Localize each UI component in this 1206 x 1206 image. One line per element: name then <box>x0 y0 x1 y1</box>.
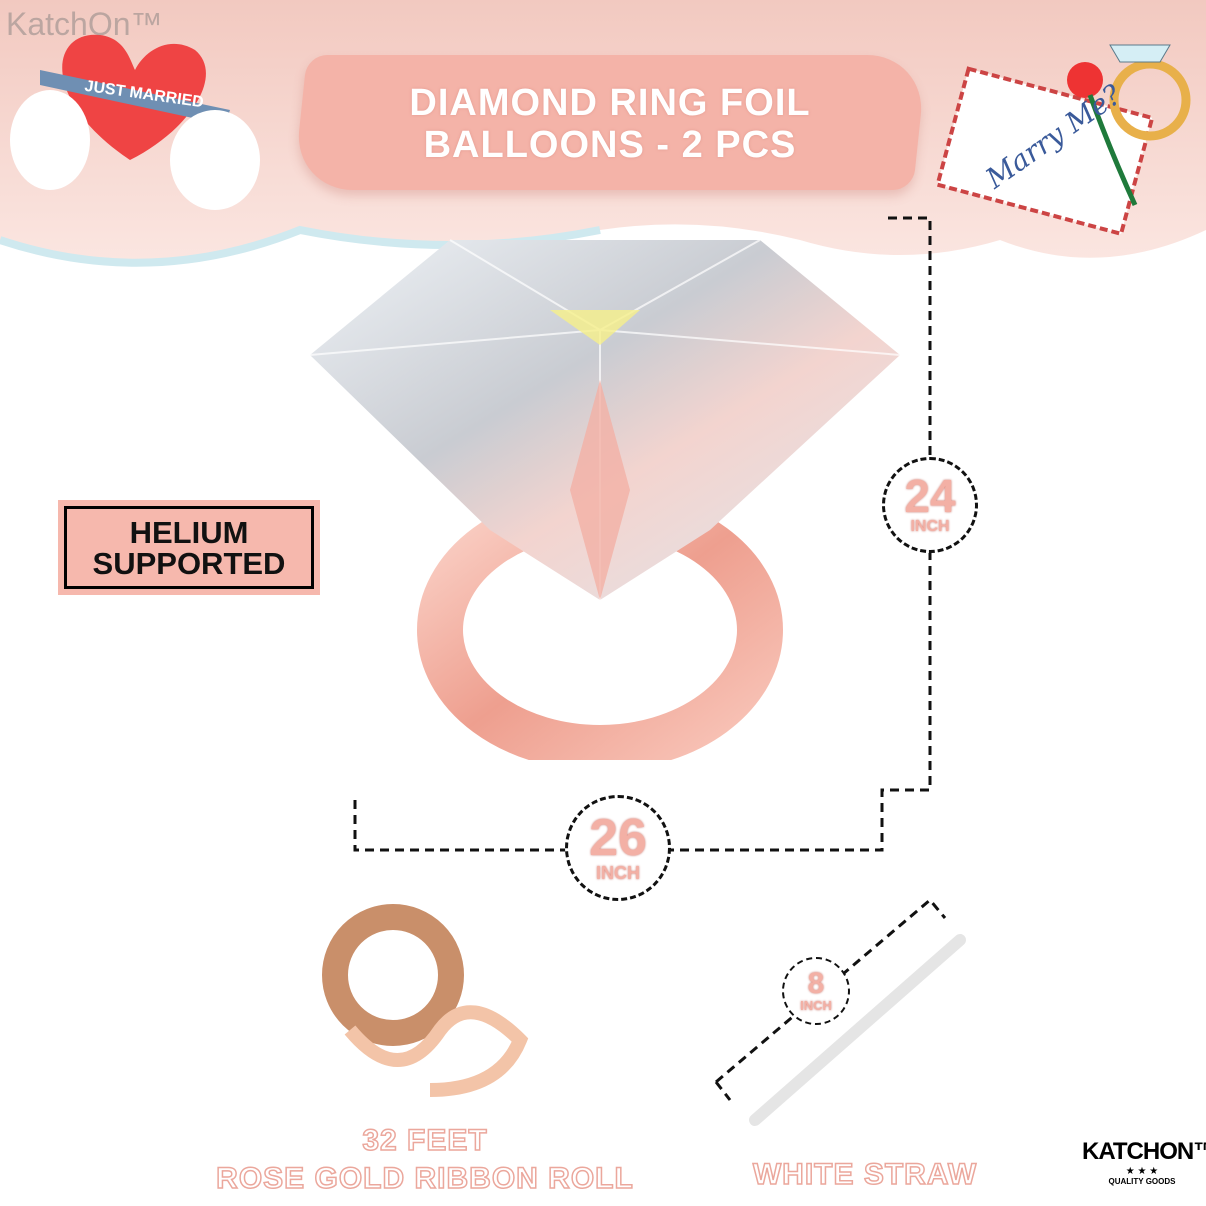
katchon-logo: KATCHON™ ★ ★ ★ QUALITY GOODS <box>1082 1138 1206 1186</box>
logo-tagline: QUALITY GOODS <box>1108 1177 1176 1186</box>
straw-dimension-badge: 8 INCH <box>782 957 850 1025</box>
ribbon-roll-image <box>322 904 529 1097</box>
width-dimension-badge: 26 INCH <box>565 795 671 901</box>
watermark: KatchOn™ <box>6 6 163 42</box>
helium-line-2: SUPPORTED <box>92 545 286 581</box>
height-dimension-badge: 24 INCH <box>882 457 978 553</box>
diamond-ring-balloon-image <box>309 239 901 760</box>
product-title: DIAMOND RING FOIL BALLOONS - 2 PCS <box>330 82 890 166</box>
marry-me-card <box>935 66 1155 237</box>
logo-stars: ★ ★ ★ <box>1125 1166 1159 1177</box>
ribbon-caption-line-1: 32 FEET <box>362 1123 488 1158</box>
width-value: 26 <box>589 808 647 867</box>
straw-unit: INCH <box>800 997 832 1013</box>
straw-value: 8 <box>807 966 825 1000</box>
ribbon-caption: 32 FEET ROSE GOLD RIBBON ROLL <box>200 1122 650 1198</box>
ribbon-caption-line-2: ROSE GOLD RIBBON ROLL <box>215 1161 634 1196</box>
title-line-2: BALLOONS - 2 PCS <box>423 124 797 166</box>
height-value: 24 <box>904 470 956 522</box>
width-unit: INCH <box>596 862 640 883</box>
title-line-1: DIAMOND RING FOIL <box>409 82 811 124</box>
straw-caption: WHITE STRAW <box>752 1157 978 1192</box>
height-unit: INCH <box>910 518 950 535</box>
helium-line-1: HELIUM <box>129 514 249 550</box>
logo-brand: KATCHON™ <box>1082 1138 1206 1165</box>
